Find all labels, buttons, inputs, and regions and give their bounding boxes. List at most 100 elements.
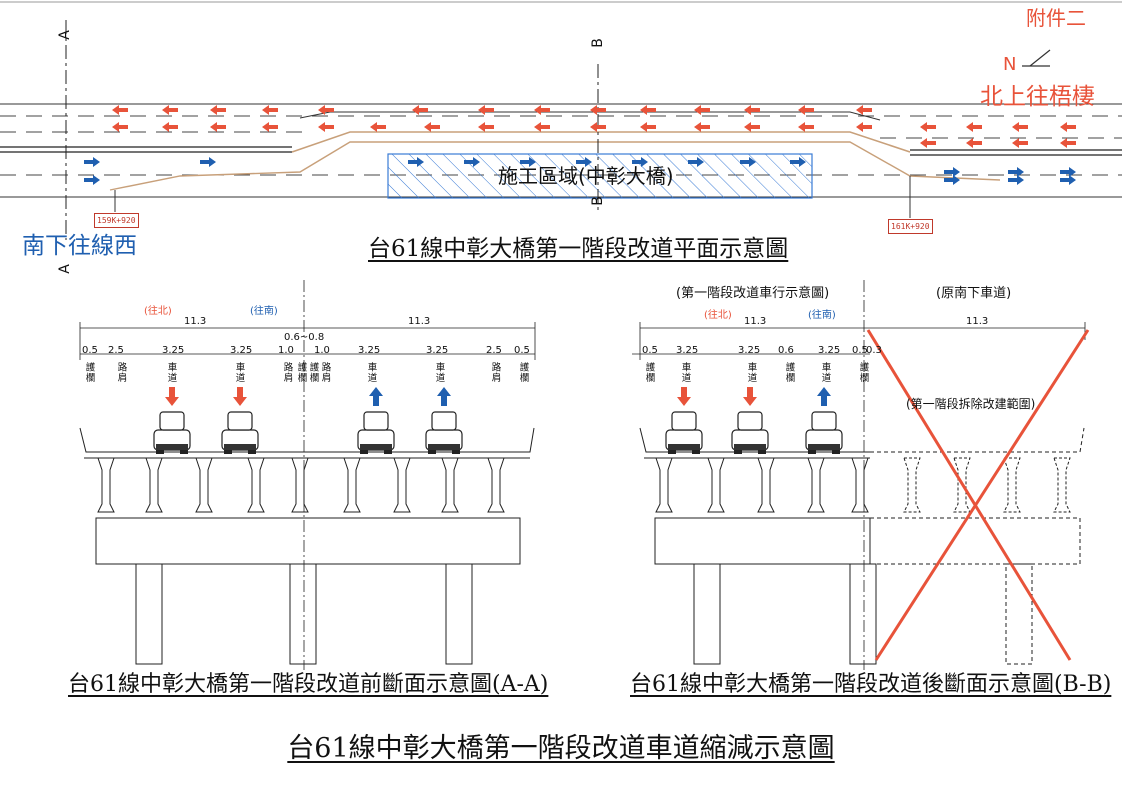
arrow-left-icon <box>920 138 936 148</box>
lane-label: 路肩 <box>281 362 293 383</box>
car-front-icon <box>425 387 463 454</box>
arrow-right-icon <box>632 157 648 167</box>
arrow-left-icon <box>1060 138 1076 148</box>
arrow-left-icon <box>856 105 872 115</box>
lane-label: 車道 <box>819 362 831 383</box>
arrow-left-icon <box>798 122 814 132</box>
girder <box>441 457 459 513</box>
lane-label: 護欄 <box>517 362 529 383</box>
arrow-right-icon <box>84 157 100 167</box>
lane-label: 車道 <box>433 362 445 383</box>
girder <box>393 457 411 513</box>
arrow-right-icon <box>1060 175 1076 185</box>
lane-label: 路肩 <box>319 362 331 383</box>
arrow-left-icon <box>590 122 606 132</box>
lane-label: 護欄 <box>857 362 869 383</box>
arrow-left-icon <box>478 122 494 132</box>
arrow-right-icon <box>1008 167 1024 177</box>
arrow-left-icon <box>210 105 226 115</box>
aa-total-left: 11.3 <box>184 316 207 327</box>
lane-label: 護欄 <box>643 362 655 383</box>
dimension-value: 3.25 <box>358 345 381 356</box>
arrow-left-icon <box>318 105 334 115</box>
lane-label: 車道 <box>165 362 177 383</box>
arrow-up-icon <box>369 387 383 406</box>
lane-label: 護欄 <box>295 362 307 383</box>
arrow-left-icon <box>262 122 278 132</box>
main-title: 台61線中彰大橋第一階段改道車道縮減示意圖 <box>287 733 835 764</box>
lane-label: 路肩 <box>115 362 127 383</box>
dimension-value: 3.25 <box>676 345 699 356</box>
aa-dir-south: (往南) <box>250 306 278 317</box>
girder <box>97 457 115 513</box>
aa-dir-north: (往北) <box>144 306 172 317</box>
arrow-left-icon <box>1012 122 1028 132</box>
north-destination: 北上往梧棲 <box>980 84 1095 110</box>
arrow-left-icon <box>966 138 982 148</box>
arrow-left-icon <box>694 122 710 132</box>
lane-label: 車道 <box>679 362 691 383</box>
work-zone-label: 施工區域(中彰大橋) <box>498 164 674 188</box>
car-front-icon <box>221 387 259 454</box>
lane-label: 護欄 <box>83 362 95 383</box>
section-bb-title: 台61線中彰大橋第一階段改道後斷面示意圖(B-B) <box>630 672 1112 697</box>
dimension-value: 1.0 <box>278 345 294 356</box>
girder <box>903 457 921 513</box>
arrow-left-icon <box>412 105 428 115</box>
bb-dir-south: (往南) <box>808 310 836 321</box>
demolition-cross-2 <box>874 329 1090 661</box>
arrow-left-icon <box>370 122 386 132</box>
bb-caption-right: (原南下車道) <box>936 286 1012 301</box>
aa-total-right: 11.3 <box>408 316 431 327</box>
plan-view <box>0 1 1122 240</box>
arrow-right-icon <box>740 157 756 167</box>
dimension-value: 3.25 <box>426 345 449 356</box>
arrow-right-icon <box>688 157 704 167</box>
arrow-left-icon <box>424 122 440 132</box>
arrow-left-icon <box>478 105 494 115</box>
arrow-down-icon <box>677 387 691 406</box>
car-front-icon <box>665 387 703 454</box>
arrow-left-icon <box>856 122 872 132</box>
bb-dir-north: (往北) <box>704 310 732 321</box>
arrow-right-icon <box>790 157 806 167</box>
dimension-value: 0.5 <box>852 345 868 356</box>
car-front-icon <box>805 387 843 454</box>
north-marker: N <box>1003 54 1017 75</box>
aa-median-dim: 0.6~0.8 <box>284 332 325 343</box>
girder <box>1003 457 1021 513</box>
girder <box>807 457 825 513</box>
arrow-left-icon <box>162 105 178 115</box>
demolition-cross-1 <box>866 329 1072 661</box>
dimension-value: 3.25 <box>162 345 185 356</box>
arrow-left-icon <box>798 105 814 115</box>
arrow-left-icon <box>1012 138 1028 148</box>
arrow-right-icon <box>464 157 480 167</box>
lane-label: 車道 <box>233 362 245 383</box>
arrow-right-icon <box>1008 175 1024 185</box>
plan-title: 台61線中彰大橋第一階段改道平面示意圖 <box>368 236 789 262</box>
dimension-value: 0.5 <box>514 345 530 356</box>
girder <box>145 457 163 513</box>
north-arrow-icon <box>1022 49 1051 67</box>
dimension-value: 3.25 <box>230 345 253 356</box>
arrow-left-icon <box>318 122 334 132</box>
arrow-left-icon <box>920 122 936 132</box>
arrow-left-icon <box>744 122 760 132</box>
station-start: 159K+920 <box>94 213 139 228</box>
dimension-value: 0.5 <box>642 345 658 356</box>
arrow-up-icon <box>817 387 831 406</box>
girder <box>195 457 213 513</box>
girder <box>707 457 725 513</box>
girder <box>291 457 309 513</box>
lane-label: 護欄 <box>307 362 319 383</box>
arrow-right-icon <box>944 167 960 177</box>
bb-demolition-note: (第一階段拆除改建範圍) <box>906 397 1036 411</box>
arrow-left-icon <box>112 105 128 115</box>
arrow-right-icon <box>576 157 592 167</box>
dimension-value: 1.0 <box>314 345 330 356</box>
arrow-right-icon <box>520 157 536 167</box>
arrow-left-icon <box>534 105 550 115</box>
dimension-value: 0.3 <box>866 345 882 356</box>
